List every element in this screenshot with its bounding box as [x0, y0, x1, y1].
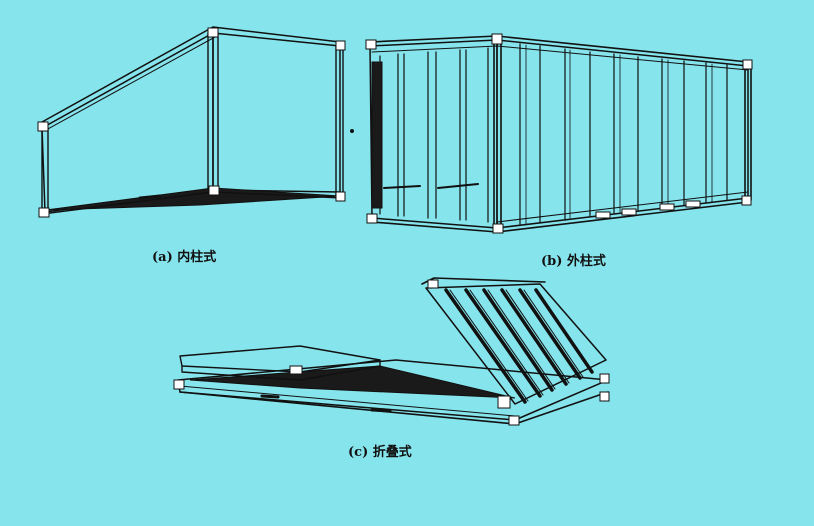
outer-post-container-drawing: [350, 33, 753, 234]
caption-outer-post-type: (b) 外柱式: [541, 254, 606, 269]
caption-inner-post-type: (a) 内柱式: [152, 250, 217, 265]
folding-container-drawing: [173, 277, 610, 426]
inner-post-container-drawing: [37, 26, 346, 218]
caption-folding-type: (c) 折叠式: [348, 445, 412, 460]
